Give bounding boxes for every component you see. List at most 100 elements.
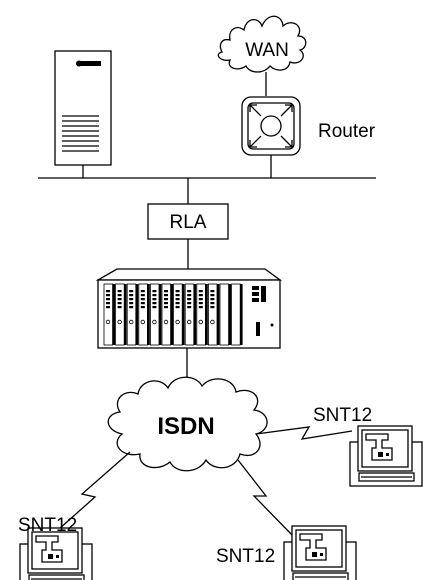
rack-card [149, 283, 160, 346]
rack-card-port [163, 319, 169, 325]
equipment-rack-icon [95, 268, 282, 349]
rack-card [161, 283, 172, 346]
rack-card-divider [217, 284, 220, 345]
rack-card-divider [147, 284, 150, 345]
rack-card-port [105, 319, 111, 325]
rack-card-led [152, 290, 157, 293]
rack-card-port [210, 319, 215, 325]
rack-card-led [152, 294, 157, 297]
rack-card-divider [205, 284, 208, 345]
rack-card-led [117, 294, 122, 297]
rack-card-led [210, 294, 215, 297]
rack-card-led [198, 306, 203, 309]
rack-card-led [152, 302, 157, 305]
rack-card-led [129, 302, 134, 305]
rack-card [184, 283, 195, 346]
rack-card-divider [193, 284, 197, 345]
rack-card-led [140, 302, 145, 305]
router-label: Router [318, 121, 376, 142]
rack-card-led [152, 298, 157, 301]
rack-card-led [117, 302, 122, 305]
rack-card [126, 283, 137, 346]
rack-card-led [210, 306, 215, 309]
isdn-label: ISDN [157, 413, 214, 440]
rack-card-divider [170, 284, 173, 345]
rack-card-led [187, 290, 192, 293]
lightning-link-right [255, 426, 353, 440]
rack-card-led [164, 294, 168, 297]
rack-card-led [164, 306, 168, 309]
rack-card [103, 283, 114, 346]
rack-card-led [164, 298, 168, 301]
lightning-link-bottom [237, 459, 295, 538]
rack-card [138, 283, 148, 346]
rack-card-divider [124, 284, 127, 345]
rack-card-led [117, 298, 122, 301]
rack-card-led [106, 302, 110, 305]
rack-card-led [175, 290, 180, 293]
rack-card-led [175, 298, 180, 301]
rack-card-led [198, 302, 203, 305]
rack-card [196, 283, 206, 346]
rack-card-led [187, 294, 192, 297]
rack-card-port [140, 319, 145, 325]
rack-card-led [198, 298, 203, 301]
rack-card-led [140, 298, 145, 301]
rack-card-divider [240, 284, 243, 345]
wan-cloud-icon [217, 15, 307, 73]
terminal-left-icon [19, 527, 93, 580]
rack-card-led [198, 294, 203, 297]
rack-card-led [164, 290, 168, 293]
router-icon [241, 96, 301, 156]
rack-card-led [175, 294, 180, 297]
rack-card-led [106, 290, 110, 293]
rack-card-led [152, 306, 157, 309]
rack-card-led [117, 306, 122, 309]
rack-card-led [164, 302, 168, 305]
rack-card [207, 283, 218, 346]
rack-card-led [129, 290, 134, 293]
rack-card-led [140, 290, 145, 293]
terminal-right-label: SNT12 [313, 405, 372, 426]
server-icon [54, 50, 112, 166]
rack-card-led [210, 302, 215, 305]
rack-card-led [117, 290, 122, 293]
rack-card-led [129, 298, 134, 301]
rack-card-led [187, 298, 192, 301]
rack-card-divider [182, 284, 185, 345]
rack-card-led [210, 290, 215, 293]
rack-card-led [175, 306, 180, 309]
rack-card-divider [159, 284, 162, 345]
rack-card-led [106, 298, 110, 301]
rack-card [115, 283, 125, 346]
rack-card-led [187, 306, 192, 309]
rack-card-led [106, 294, 110, 297]
rack-card-led [187, 302, 192, 305]
rack-card-port [117, 319, 122, 325]
rack-card-port [175, 319, 180, 325]
rla-box [147, 203, 229, 240]
rack-card-port [152, 319, 157, 325]
terminal-right-icon [349, 425, 423, 487]
rack-card-port [198, 319, 203, 325]
rack-card-divider [228, 284, 231, 345]
rla-label: RLA [170, 212, 207, 233]
lightning-link-left [49, 451, 131, 538]
rack-card-divider [135, 284, 139, 345]
rack-card [231, 283, 241, 346]
terminal-bottom-label: SNT12 [216, 546, 275, 567]
terminal-bottom-icon [283, 525, 357, 580]
rack-card-port [186, 319, 192, 325]
rack-card-led [129, 294, 134, 297]
rack-card [219, 283, 230, 346]
rack-card-port [128, 319, 134, 325]
rack-card [173, 283, 183, 346]
rack-card-led [140, 294, 145, 297]
rack-card-led [210, 298, 215, 301]
rack-card-led [198, 290, 203, 293]
rack-card-divider [112, 284, 115, 345]
terminal-left-label: SNT12 [18, 515, 77, 536]
rack-card-led [129, 306, 134, 309]
rack-card-led [140, 306, 145, 309]
